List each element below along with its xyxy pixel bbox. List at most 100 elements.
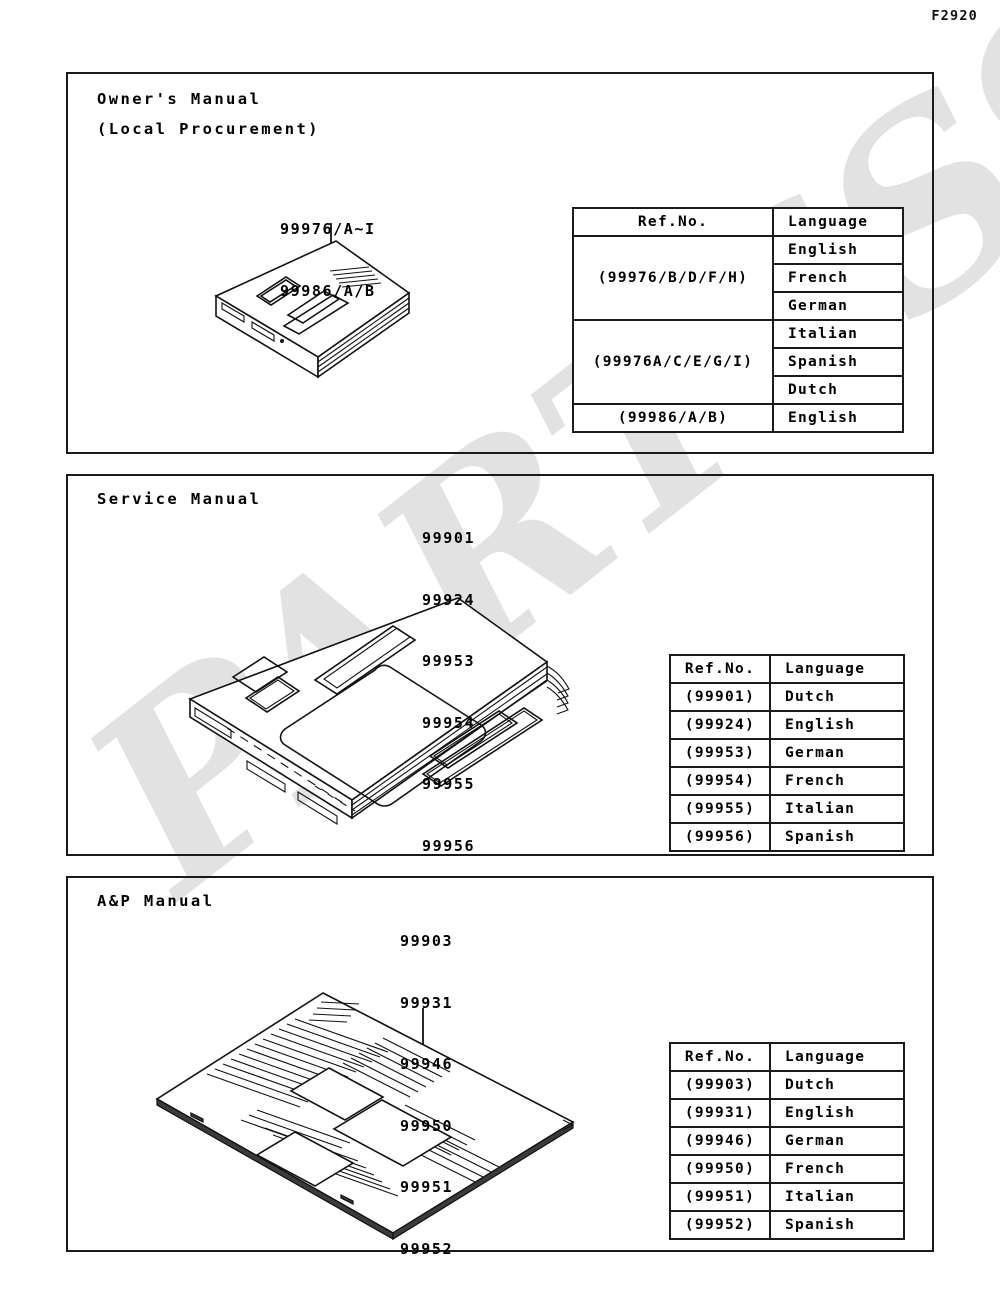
ap-sheet-edge-right bbox=[392, 1120, 574, 1241]
ap-edge-tick-1 bbox=[190, 1112, 204, 1123]
service-cover-bar-lower-2 bbox=[421, 707, 544, 787]
ap-ref-3: (99946) bbox=[669, 1126, 771, 1156]
ap-hatch-topright bbox=[308, 1001, 360, 1023]
ap-ref-5: (99951) bbox=[669, 1182, 771, 1212]
table-row: (99931) English bbox=[669, 1098, 905, 1128]
service-dash-1 bbox=[226, 727, 344, 804]
service-reference-table: Ref.No. Language (99901) Dutch (99924) E… bbox=[669, 654, 905, 852]
service-spine-slot-1 bbox=[194, 707, 232, 739]
service-header-language: Language bbox=[769, 654, 905, 684]
table-header-row: Ref.No. Language bbox=[669, 654, 905, 684]
ap-ref-6: (99952) bbox=[669, 1210, 771, 1240]
ap-part-number-4: 99950 bbox=[400, 1116, 454, 1135]
ap-lang-1: Dutch bbox=[769, 1070, 905, 1100]
ap-header-language: Language bbox=[769, 1042, 905, 1072]
ap-header-ref: Ref.No. bbox=[669, 1042, 771, 1072]
ap-lang-6: Spanish bbox=[769, 1210, 905, 1240]
ap-edge-tick-2 bbox=[340, 1194, 354, 1205]
table-row: (99901) Dutch bbox=[669, 682, 905, 712]
service-part-number-1: 99901 bbox=[422, 529, 476, 547]
ap-part-number-2: 99931 bbox=[400, 993, 454, 1012]
cover-title-box-inner bbox=[259, 279, 297, 303]
service-page-curl bbox=[351, 665, 570, 816]
ap-corner-mark bbox=[562, 1119, 575, 1131]
table-row: (99950) French bbox=[669, 1154, 905, 1184]
ap-part-numbers: 99903 99931 99946 99950 99951 99952 bbox=[400, 890, 453, 1300]
owners-lang-1-2: French bbox=[772, 263, 904, 293]
service-cover-box-left-1 bbox=[231, 656, 289, 693]
ap-reference-table: Ref.No. Language (99903) Dutch (99931) E… bbox=[669, 1042, 905, 1240]
page-code: F2920 bbox=[931, 8, 978, 24]
service-ref-2: (99924) bbox=[669, 710, 771, 740]
table-row: (99976A/C/E/G/I) Italian bbox=[572, 319, 904, 405]
service-part-numbers: 99901 99924 99953 99954 99955 99956 bbox=[422, 487, 475, 897]
service-lang-3: German bbox=[769, 738, 905, 768]
table-row: (99986/A/B) English bbox=[572, 403, 904, 433]
table-row: (99954) French bbox=[669, 766, 905, 796]
spine-slot-2 bbox=[251, 321, 275, 342]
service-header-ref: Ref.No. bbox=[669, 654, 771, 684]
service-spine-slot-3 bbox=[297, 791, 338, 825]
table-row: Spanish bbox=[573, 347, 904, 377]
ap-image-box-3 bbox=[255, 1131, 355, 1187]
service-lang-5: Italian bbox=[769, 794, 905, 824]
service-part-number-6: 99956 bbox=[422, 836, 476, 855]
ap-part-number-5: 99951 bbox=[400, 1178, 454, 1196]
table-row: (99924) English bbox=[669, 710, 905, 740]
cover-dot bbox=[279, 339, 284, 344]
page-stack-line-3 bbox=[317, 307, 410, 373]
service-lang-1: Dutch bbox=[769, 682, 905, 712]
owners-lang-3-1: English bbox=[772, 403, 904, 433]
owners-part-numbers: 99976/A~I 99986/A/B bbox=[280, 178, 376, 342]
ap-part-number-3: 99946 bbox=[400, 1055, 454, 1073]
table-header-row: Ref.No. Language bbox=[669, 1042, 905, 1072]
panel-service-title: Service Manual bbox=[97, 490, 262, 508]
table-header-row: Ref.No. Language bbox=[572, 207, 904, 237]
panel-ap-title: A&P Manual bbox=[97, 892, 215, 910]
service-part-number-3: 99953 bbox=[422, 652, 476, 670]
owners-lang-2-3: Dutch bbox=[772, 375, 904, 405]
owners-manual-illustration bbox=[200, 195, 430, 395]
cover-bar-2 bbox=[282, 294, 350, 335]
owners-header-language: Language bbox=[772, 207, 904, 237]
owners-header-ref: Ref.No. bbox=[572, 207, 774, 237]
owners-lang-1-1: English bbox=[772, 235, 904, 265]
table-row: (99955) Italian bbox=[669, 794, 905, 824]
service-part-number-2: 99924 bbox=[422, 590, 476, 609]
owners-part-number-1: 99976/A~I bbox=[280, 220, 376, 238]
ap-manual-illustration bbox=[145, 980, 595, 1265]
page-stack-line-1 bbox=[317, 297, 410, 363]
owners-part-number-2: 99986/A/B bbox=[280, 281, 376, 300]
table-row: (99951) Italian bbox=[669, 1182, 905, 1212]
owners-lang-1-3: German bbox=[772, 291, 904, 321]
table-row: (99953) German bbox=[669, 738, 905, 768]
ap-image-box-2 bbox=[332, 1099, 453, 1167]
table-row: (99956) Spanish bbox=[669, 822, 905, 852]
table-row: French bbox=[573, 263, 904, 293]
service-manual-illustration bbox=[165, 560, 615, 860]
service-spine-slot-2 bbox=[246, 760, 286, 793]
owners-reference-table: Ref.No. Language (99976/B/D/F/H) English… bbox=[572, 207, 904, 433]
ap-lang-2: English bbox=[769, 1098, 905, 1128]
service-ref-5: (99955) bbox=[669, 794, 771, 824]
service-ref-4: (99954) bbox=[669, 766, 771, 796]
owners-ref-1: (99976/B/D/F/H) bbox=[572, 235, 774, 321]
owners-lang-2-1: Italian bbox=[772, 319, 904, 349]
service-lang-4: French bbox=[769, 766, 905, 796]
ap-part-number-1: 99903 bbox=[400, 932, 454, 950]
ap-lang-3: German bbox=[769, 1126, 905, 1156]
ap-ref-4: (99950) bbox=[669, 1154, 771, 1184]
ap-ref-2: (99931) bbox=[669, 1098, 771, 1128]
table-row: (99952) Spanish bbox=[669, 1210, 905, 1240]
table-row: (99903) Dutch bbox=[669, 1070, 905, 1100]
table-row: (99946) German bbox=[669, 1126, 905, 1156]
service-lang-6: Spanish bbox=[769, 822, 905, 852]
panel-owners-title-line1: Owner's Manual bbox=[97, 90, 262, 108]
service-ref-6: (99956) bbox=[669, 822, 771, 852]
ap-lang-5: Italian bbox=[769, 1182, 905, 1212]
panel-owners-manual bbox=[66, 72, 934, 454]
panel-ap-manual bbox=[66, 876, 934, 1252]
panel-service-manual bbox=[66, 474, 934, 856]
table-row: Dutch bbox=[573, 375, 904, 405]
